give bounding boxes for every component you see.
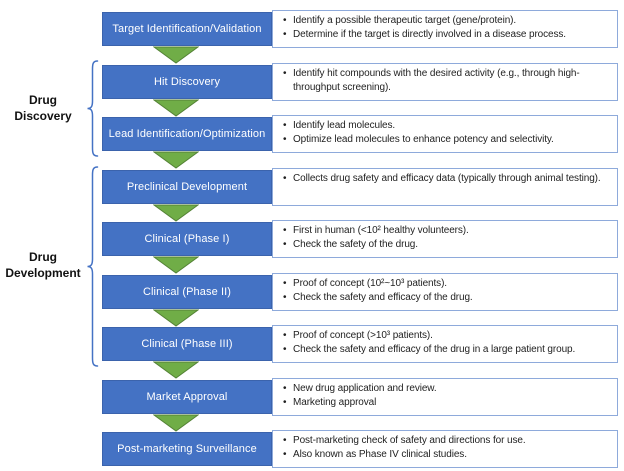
bullet-item: Check the safety of the drug.	[282, 238, 614, 252]
down-arrow-icon	[153, 414, 199, 432]
down-arrow-icon	[153, 151, 199, 169]
bullet-list: Identify a possible therapeutic target (…	[282, 14, 614, 42]
group-label-drug-discovery: Drug Discovery	[14, 93, 72, 123]
stage-label: Clinical (Phase II)	[142, 285, 232, 298]
bullet-list: Post-marketing check of safety and direc…	[282, 434, 614, 462]
bullet-item: Proof of concept (10²~10³ patients).	[282, 277, 614, 291]
stage-row-market-approval: Market Approval New drug application and…	[102, 377, 618, 416]
stage-row-clinical-phase-3: Clinical (Phase III) Proof of concept (>…	[102, 325, 618, 363]
curly-brace-drug-development	[86, 166, 99, 367]
stage-description-box: Collects drug safety and efficacy data (…	[272, 167, 618, 206]
down-arrow-icon	[153, 309, 199, 327]
stage-description-box: Identify lead molecules. Optimize lead m…	[272, 115, 618, 153]
down-arrow-icon	[153, 256, 199, 274]
bullet-item: Determine if the target is directly invo…	[282, 28, 614, 42]
stage-row-clinical-phase-2: Clinical (Phase II) Proof of concept (10…	[102, 272, 618, 311]
down-arrow-icon	[153, 204, 199, 222]
stage-box: Market Approval	[102, 379, 272, 414]
bullet-list: Proof of concept (10²~10³ patients). Che…	[282, 277, 614, 305]
stage-label: Clinical (Phase I)	[144, 233, 230, 245]
stage-box: Clinical (Phase III)	[102, 327, 272, 361]
bullet-list: Proof of concept (>10³ patients). Check …	[282, 329, 614, 357]
curly-brace-drug-discovery	[86, 60, 99, 157]
bullet-item: Proof of concept (>10³ patients).	[282, 329, 614, 343]
bullet-item: First in human (<10² healthy volunteers)…	[282, 224, 614, 238]
stage-label: Lead Identification/Optimization	[108, 128, 266, 140]
bullet-list: Identify hit compounds with the desired …	[282, 67, 614, 95]
stage-row-preclinical-development: Preclinical Development Collects drug sa…	[102, 167, 618, 206]
stage-box: Lead Identification/Optimization	[102, 117, 272, 151]
stage-box: Target Identification/Validation	[102, 12, 272, 46]
stage-description-box: Proof of concept (>10³ patients). Check …	[272, 325, 618, 363]
stage-label: Target Identification/Validation	[112, 23, 262, 35]
bullet-item: Check the safety and efficacy of the dru…	[282, 343, 614, 357]
down-arrow-icon	[153, 361, 199, 379]
stage-description-box: Post-marketing check of safety and direc…	[272, 430, 618, 468]
bullet-item: New drug application and review.	[282, 382, 614, 396]
bullet-item: Collects drug safety and efficacy data (…	[282, 172, 614, 186]
stage-row-hit-discovery: Hit Discovery Identify hit compounds wit…	[102, 62, 618, 101]
stage-box: Preclinical Development	[102, 169, 272, 204]
bullet-list: New drug application and review. Marketi…	[282, 382, 614, 410]
bullet-item: Post-marketing check of safety and direc…	[282, 434, 614, 448]
stage-label: Hit Discovery	[153, 75, 221, 88]
bullet-item: Check the safety and efficacy of the dru…	[282, 291, 614, 305]
stage-rows: Target Identification/Validation Identif…	[102, 10, 618, 468]
bullet-list: Identify lead molecules. Optimize lead m…	[282, 119, 614, 147]
stage-description-box: New drug application and review. Marketi…	[272, 377, 618, 416]
down-arrow-icon	[153, 99, 199, 117]
stage-description-box: Identify hit compounds with the desired …	[272, 62, 618, 101]
bullet-item: Marketing approval	[282, 396, 614, 410]
stage-row-target-identification: Target Identification/Validation Identif…	[102, 10, 618, 48]
stage-description-box: Identify a possible therapeutic target (…	[272, 10, 618, 48]
stage-box: Clinical (Phase II)	[102, 274, 272, 309]
stage-box: Clinical (Phase I)	[102, 222, 272, 256]
bullet-item: Also known as Phase IV clinical studies.	[282, 448, 614, 462]
stage-label: Preclinical Development	[126, 180, 248, 193]
bullet-item: Identify lead molecules.	[282, 119, 614, 133]
bullet-list: Collects drug safety and efficacy data (…	[282, 172, 614, 186]
bullet-item: Optimize lead molecules to enhance poten…	[282, 133, 614, 147]
stage-label: Post-marketing Surveillance	[117, 443, 257, 455]
stage-box: Post-marketing Surveillance	[102, 432, 272, 466]
stage-box: Hit Discovery	[102, 64, 272, 99]
stage-label: Market Approval	[146, 390, 228, 403]
stage-label: Clinical (Phase III)	[141, 338, 233, 350]
down-arrow-icon	[153, 46, 199, 64]
stage-row-post-marketing-surveillance: Post-marketing Surveillance Post-marketi…	[102, 430, 618, 468]
stage-description-box: Proof of concept (10²~10³ patients). Che…	[272, 272, 618, 311]
stage-row-lead-identification: Lead Identification/Optimization Identif…	[102, 115, 618, 153]
stage-row-clinical-phase-1: Clinical (Phase I) First in human (<10² …	[102, 220, 618, 258]
stage-description-box: First in human (<10² healthy volunteers)…	[272, 220, 618, 258]
bullet-list: First in human (<10² healthy volunteers)…	[282, 224, 614, 252]
bullet-item: Identify a possible therapeutic target (…	[282, 14, 614, 28]
bullet-item: Identify hit compounds with the desired …	[282, 67, 614, 95]
group-label-drug-development: Drug Development	[5, 250, 81, 280]
